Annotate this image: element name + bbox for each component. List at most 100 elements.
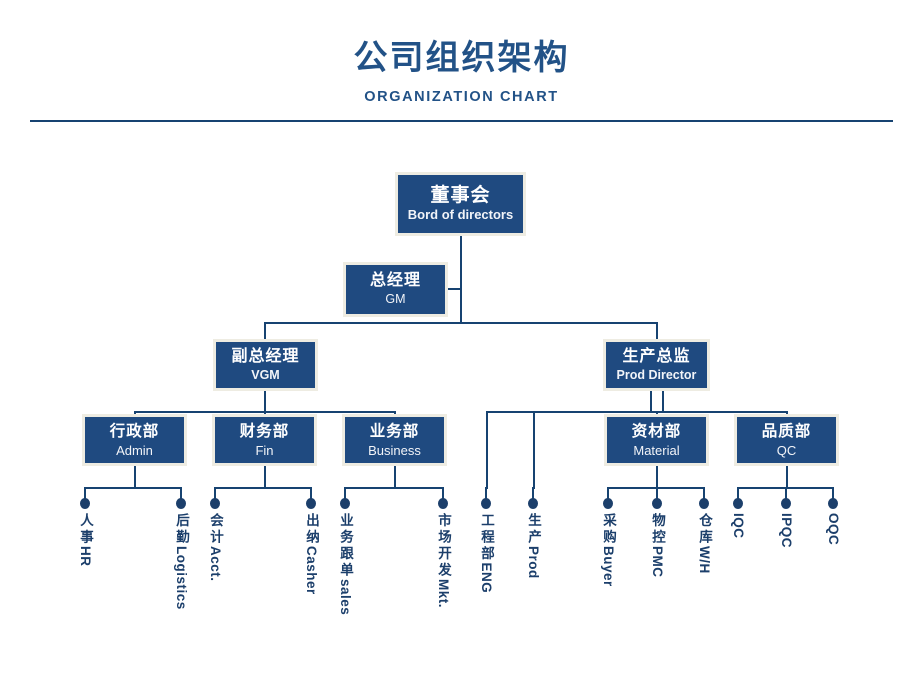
connector-gm-bus	[264, 322, 658, 324]
connector-drop-proddir	[656, 322, 658, 339]
node-gm[interactable]: 总经理 GM	[343, 262, 448, 317]
connector-business-bus	[345, 487, 444, 489]
node-admin-en: Admin	[116, 442, 153, 458]
leaf-ipqc-en: IPQC	[779, 513, 794, 549]
leaf-casher-en: Casher	[304, 546, 319, 595]
node-qc[interactable]: 品质部 QC	[734, 414, 839, 466]
leaf-ipqc-dot	[781, 498, 791, 509]
leaf-prod-stem	[532, 487, 534, 501]
node-material-en: Material	[633, 442, 680, 458]
page-title-en: ORGANIZATION CHART	[364, 89, 559, 105]
node-board-cn: 董事会	[430, 184, 491, 206]
leaf-pmc-label: 物控PMC	[648, 513, 666, 578]
leaf-logistics-stem	[180, 487, 182, 501]
node-gm-en: GM	[385, 292, 406, 306]
leaf-hr-label: 人事HR	[76, 513, 94, 567]
leaf-oqc-dot	[828, 498, 838, 509]
leaf-mkt-stem	[442, 487, 444, 501]
node-prod-director[interactable]: 生产总监 Prod Director	[603, 339, 710, 391]
node-prod-director-en: Prod Director	[616, 367, 697, 382]
leaf-pmc-dot	[652, 498, 662, 509]
connector-admin-stem	[134, 466, 136, 489]
leaf-ipqc-stem	[785, 487, 787, 501]
leaf-casher-stem	[310, 487, 312, 501]
leaf-acct-dot	[210, 498, 220, 509]
leaf-pmc-stem	[656, 487, 658, 501]
node-business-cn: 业务部	[369, 422, 420, 440]
leaf-sales-label: 业务跟单sales	[336, 513, 354, 615]
connector-vgm-stem	[264, 391, 266, 413]
connector-proddir-bus	[486, 411, 787, 413]
leaf-eng-label: 工程部ENG	[477, 513, 495, 593]
node-admin-cn: 行政部	[109, 422, 160, 440]
connector-fin-bus	[215, 487, 311, 489]
leaf-logistics-dot	[176, 498, 186, 509]
leaf-eng-stem	[485, 487, 487, 501]
leaf-iqc-stem	[737, 487, 739, 501]
node-gm-cn: 总经理	[369, 272, 421, 289]
node-business[interactable]: 业务部 Business	[342, 414, 447, 466]
connector-proddir-stem-a	[650, 391, 652, 413]
leaf-casher-cn: 出纳	[304, 513, 319, 546]
connector-business-stem	[394, 466, 396, 489]
leaf-prod-dot	[528, 498, 538, 509]
leaf-oqc-stem	[832, 487, 834, 501]
connector-proddir-stem-b	[662, 391, 664, 413]
leaf-mkt-label: 市场开发Mkt.	[434, 513, 452, 608]
leaf-hr-dot	[80, 498, 90, 509]
node-vgm-en: VGM	[251, 367, 280, 382]
leaf-acct-cn: 会计	[208, 513, 223, 546]
leaf-logistics-label: 后勤Logistics	[172, 513, 190, 610]
leaf-mkt-cn: 市场开发	[436, 513, 451, 579]
node-board[interactable]: 董事会 Bord of directors	[395, 172, 526, 236]
leaf-pmc-cn: 物控	[650, 513, 665, 546]
leaf-wh-dot	[699, 498, 709, 509]
node-vgm[interactable]: 副总经理 VGM	[213, 339, 318, 391]
leaf-iqc-label: IQC	[729, 513, 747, 539]
page-header: 公司组织架构 ORGANIZATION CHART	[0, 0, 923, 122]
leaf-wh-label: 仓库W/H	[695, 513, 713, 574]
leaf-buyer-label: 采购Buyer	[599, 513, 617, 587]
node-fin-en: Fin	[255, 442, 274, 458]
leaf-ipqc-label: IPQC	[777, 513, 795, 548]
connector-material-stem	[656, 466, 658, 489]
page-title-cn: 公司组织架构	[353, 39, 570, 77]
connector-drop-eng	[486, 411, 488, 489]
leaf-hr-en: HR	[78, 546, 93, 567]
leaf-logistics-en: Logistics	[174, 546, 189, 610]
leaf-sales-en: sales	[338, 579, 353, 616]
connector-admin-bus	[85, 487, 181, 489]
leaf-hr-cn: 人事	[78, 513, 93, 546]
node-board-en: Bord of directors	[407, 206, 514, 222]
node-fin[interactable]: 财务部 Fin	[212, 414, 317, 466]
leaf-mkt-en: Mkt.	[436, 579, 451, 608]
leaf-eng-en: ENG	[479, 562, 494, 594]
node-material[interactable]: 资材部 Material	[604, 414, 709, 466]
leaf-mkt-dot	[438, 498, 448, 509]
node-qc-cn: 品质部	[761, 422, 812, 440]
node-fin-cn: 财务部	[239, 422, 290, 440]
leaf-acct-stem	[214, 487, 216, 501]
node-business-en: Business	[368, 442, 421, 458]
leaf-wh-cn: 仓库	[697, 513, 712, 546]
leaf-prod-cn: 生产	[526, 513, 541, 546]
leaf-oqc-en: OQC	[826, 513, 841, 546]
node-qc-en: QC	[776, 442, 797, 458]
leaf-buyer-dot	[603, 498, 613, 509]
connector-qc-stem	[786, 466, 788, 489]
leaf-buyer-stem	[607, 487, 609, 501]
leaf-logistics-cn: 后勤	[174, 513, 189, 546]
leaf-sales-cn: 业务跟单	[338, 513, 353, 579]
leaf-iqc-dot	[733, 498, 743, 509]
leaf-hr-stem	[84, 487, 86, 501]
leaf-sales-stem	[344, 487, 346, 501]
node-admin[interactable]: 行政部 Admin	[82, 414, 187, 466]
leaf-oqc-label: OQC	[824, 513, 842, 545]
leaf-eng-cn: 工程部	[479, 513, 494, 563]
leaf-prod-en: Prod	[526, 546, 541, 579]
leaf-casher-label: 出纳Casher	[302, 513, 320, 595]
leaf-iqc-en: IQC	[731, 513, 746, 539]
leaf-eng-dot	[481, 498, 491, 509]
leaf-wh-en: W/H	[697, 546, 712, 574]
